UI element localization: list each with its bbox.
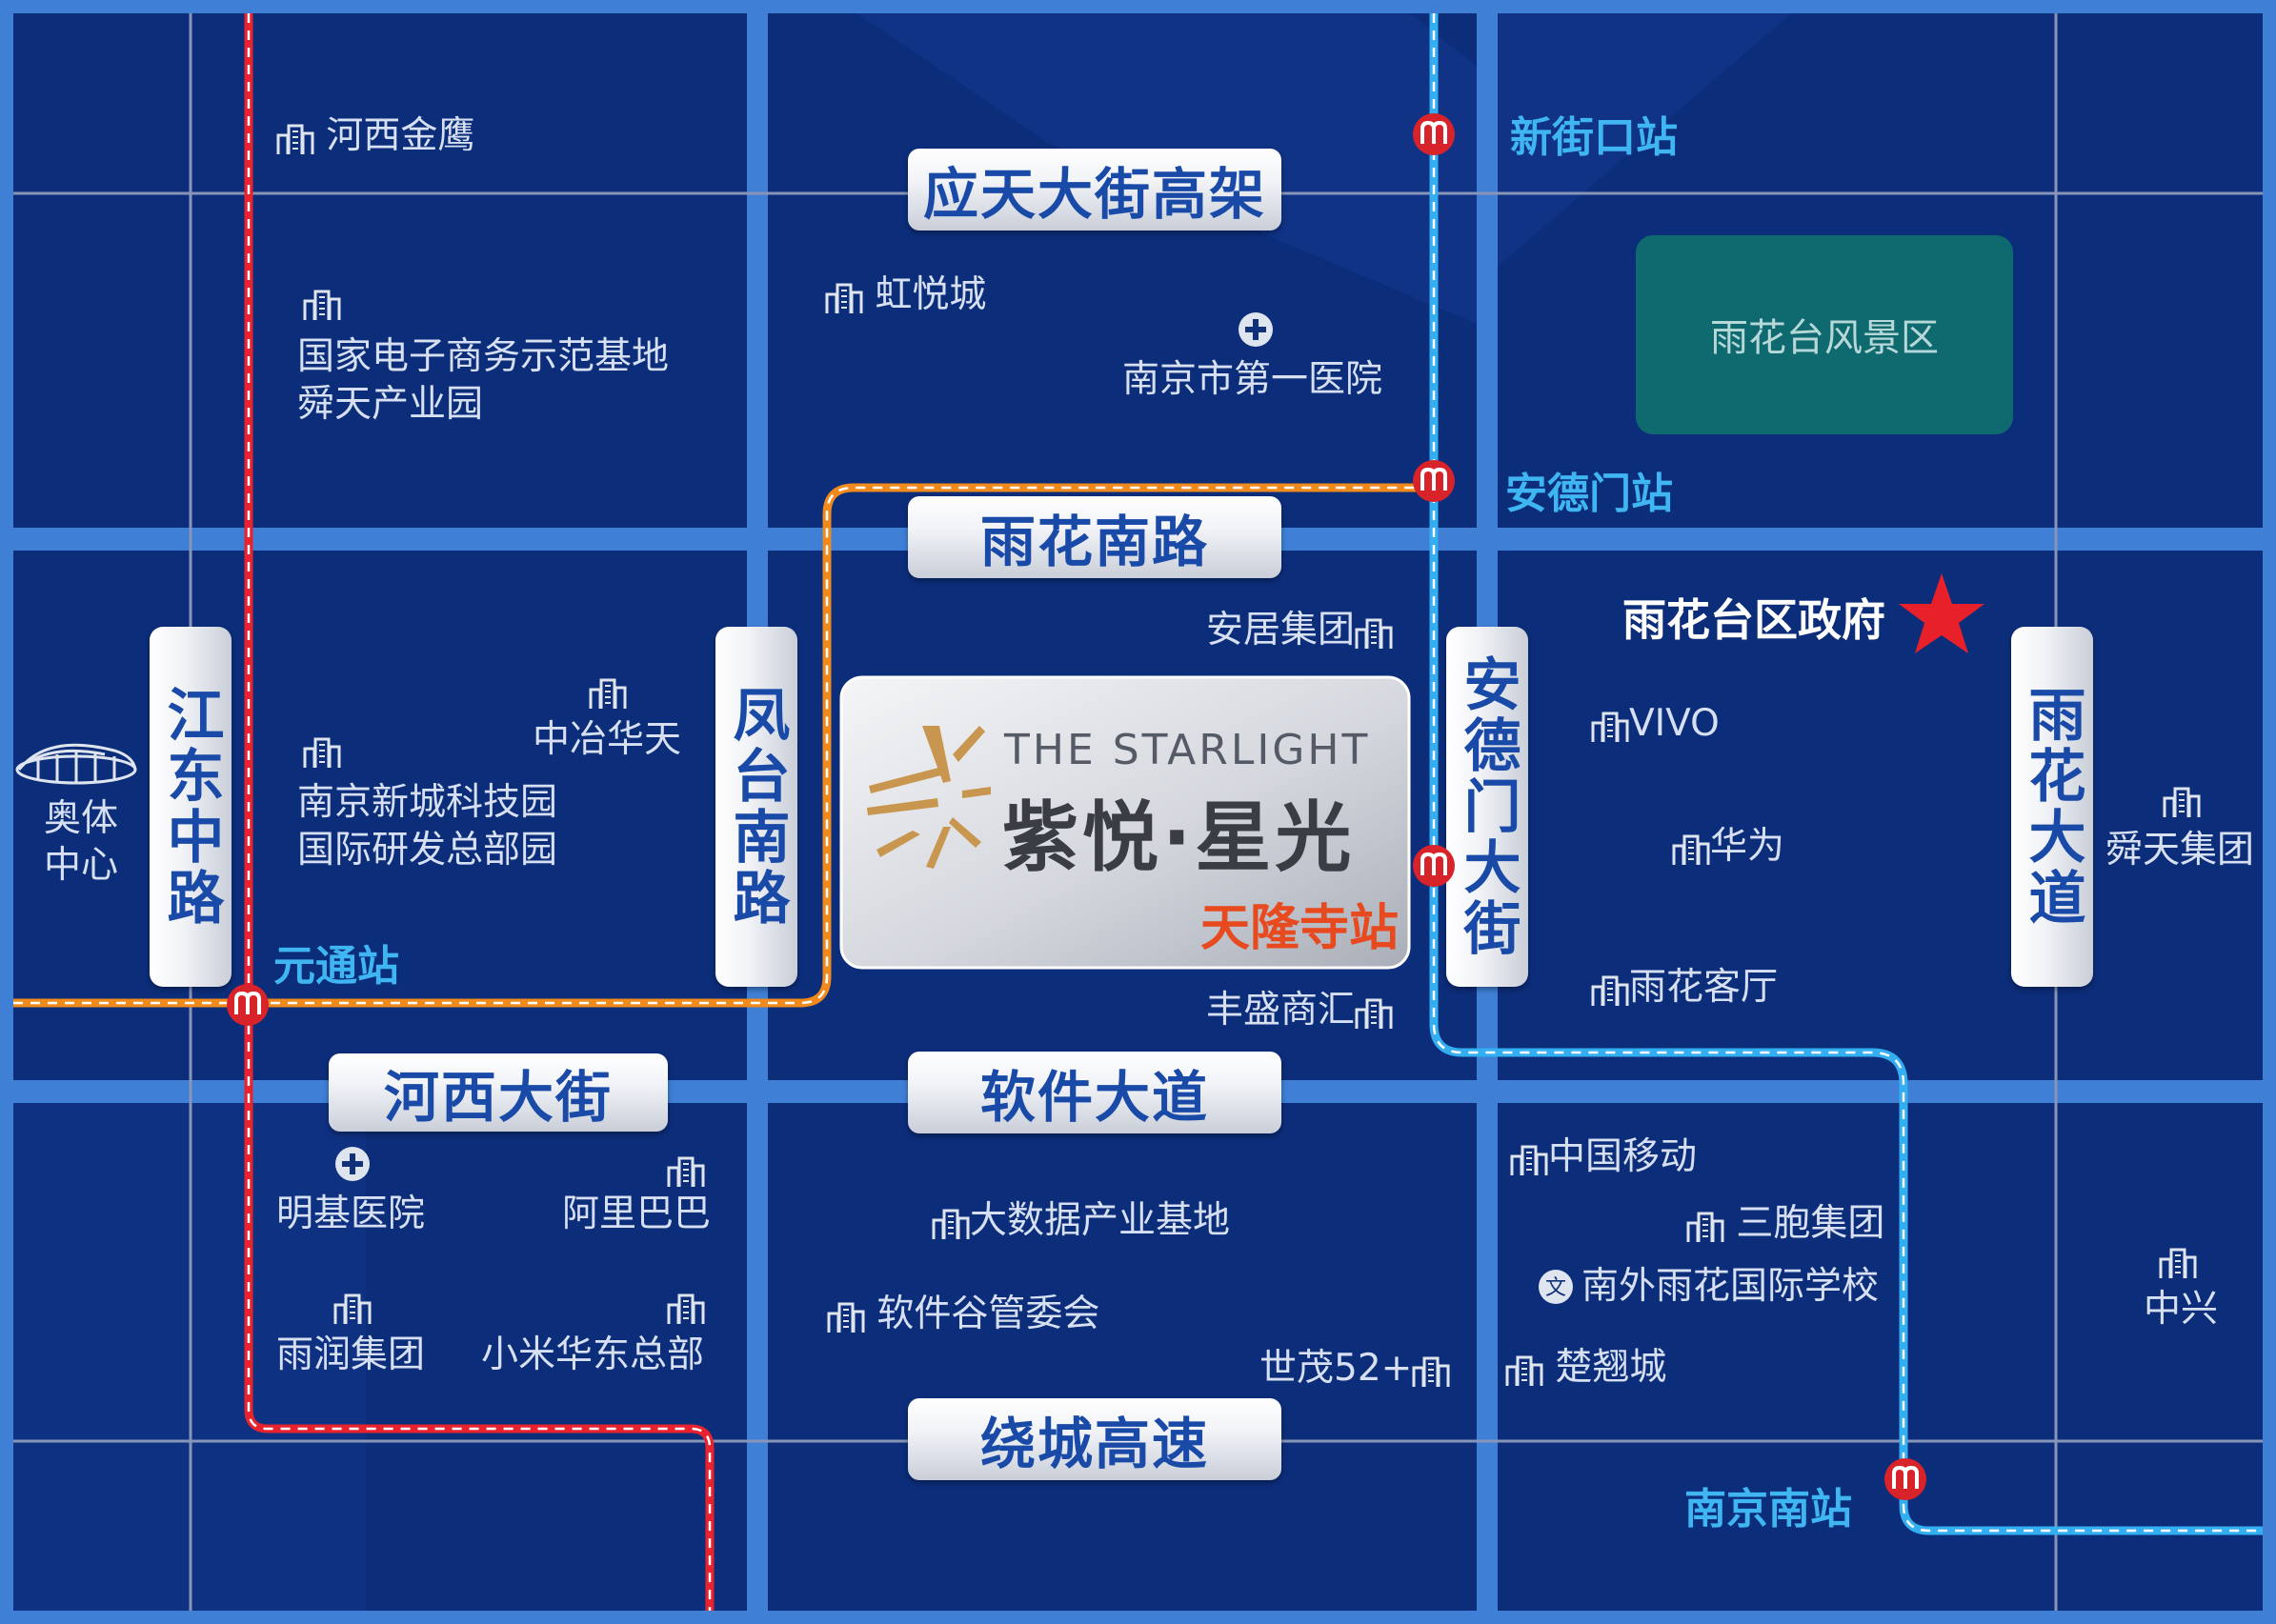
building-icon [827, 1302, 865, 1333]
poi-huawei: 华为 [1672, 823, 1784, 871]
poi-xiaomi: 小米华东总部 [481, 1333, 705, 1376]
metro-icon [1413, 113, 1455, 155]
building-icon [932, 1209, 970, 1239]
building-icon [1591, 712, 1629, 742]
poi-sanbao: 三胞集团 [1686, 1200, 1884, 1248]
poi-shuntian: 舜天集团 [2105, 829, 2255, 872]
poi-hospital1: 南京市第一医院 [1122, 358, 1383, 401]
poi-cmcc: 中国移动 [1510, 1133, 1697, 1181]
stadium-icon [15, 743, 137, 785]
poi-yuhuaketing: 雨花客厅 [1591, 964, 1778, 1012]
poi-zte: 中兴 [2144, 1288, 2219, 1331]
road-yingtian: 应天大街高架 [908, 149, 1281, 231]
scenic-area-label: 雨花台风景区 [1710, 316, 1939, 360]
poi-label: 雨花客厅 [1629, 966, 1779, 1009]
poi-bigdata: 大数据产业基地 [932, 1197, 1230, 1245]
svg-text:文: 文 [1545, 1276, 1566, 1300]
metro-icon [1413, 845, 1455, 887]
station-andemen: 安德门站 [1505, 470, 1673, 518]
road-andemen: 安德门大街 [1446, 627, 1528, 987]
poi-guojia-line1: 国家电子商务示范基地 [297, 335, 670, 378]
poi-hexijinying: 河西金鹰 [276, 112, 474, 160]
building-icon [1412, 1356, 1450, 1387]
poi-aoti-line1: 奥体 [44, 797, 119, 840]
poi-aoti-line2: 中心 [44, 844, 119, 887]
building-icon [667, 1154, 705, 1187]
station-xinjiekou: 新街口站 [1510, 113, 1678, 162]
poi-label: 华为 [1710, 825, 1785, 868]
poi-anju: 安居集团 [1206, 607, 1393, 654]
project-name-en: THE STARLIGHT [1004, 726, 1371, 774]
poi-alibaba: 阿里巴巴 [562, 1193, 712, 1235]
poi-xincheng-line1: 南京新城科技园 [297, 781, 558, 824]
poi-shimao: 世茂52+ [1259, 1345, 1450, 1393]
hospital-icon [335, 1147, 370, 1181]
road-raocheng: 绕城高速 [908, 1398, 1281, 1480]
poi-label: 丰盛商汇 [1206, 989, 1356, 1032]
road-ruanjian: 软件大道 [908, 1052, 1281, 1133]
project-card [839, 675, 1411, 970]
building-icon [303, 735, 341, 768]
poi-zhongye: 中冶华天 [533, 718, 682, 761]
poi-yunrun: 雨润集团 [276, 1333, 426, 1376]
building-icon [1355, 998, 1393, 1029]
hospital-icon [1239, 312, 1273, 347]
poi-mingji: 明基医院 [276, 1193, 426, 1235]
building-icon [1355, 618, 1393, 649]
poi-label: 虹悦城 [875, 273, 987, 316]
starlight-logo-icon [867, 726, 991, 869]
poi-label: 软件谷管委会 [876, 1293, 1100, 1335]
poi-label: 中国移动 [1548, 1135, 1698, 1178]
building-icon [1591, 975, 1629, 1006]
poi-fengsheng: 丰盛商汇 [1206, 987, 1393, 1034]
building-icon [825, 283, 863, 313]
building-icon [589, 676, 627, 709]
poi-guojia-line2: 舜天产业园 [297, 383, 484, 426]
school-icon: 文 [1539, 1270, 1573, 1304]
poi-label: 三胞集团 [1736, 1202, 1885, 1245]
building-icon [276, 124, 314, 154]
building-icon [1510, 1145, 1548, 1175]
road-hexi: 河西大街 [329, 1053, 668, 1132]
building-icon [1686, 1212, 1724, 1242]
poi-label: 世茂52+ [1259, 1347, 1413, 1390]
building-icon [1672, 834, 1710, 865]
poi-school: 南外雨花国际学校 [1581, 1265, 1880, 1308]
metro-icon [1413, 460, 1455, 502]
road-jiangdong: 江东中路 [150, 627, 232, 987]
poi-label: 楚翘城 [1555, 1346, 1667, 1389]
poi-ruanjiangu: 软件谷管委会 [827, 1291, 1099, 1338]
government-star [1899, 573, 1984, 653]
poi-chuxiang: 楚翘城 [1505, 1344, 1666, 1392]
metro-icon [1884, 1458, 1926, 1500]
building-icon [667, 1292, 705, 1324]
building-icon [2159, 1246, 2197, 1278]
poi-hongyuecheng: 虹悦城 [825, 271, 986, 319]
building-icon [333, 1292, 372, 1324]
poi-label: VIVO [1629, 702, 1720, 745]
scenic-area-box [1636, 235, 2013, 434]
building-icon [303, 288, 341, 320]
poi-label: 大数据产业基地 [970, 1199, 1231, 1242]
building-icon [2163, 785, 2201, 817]
station-yuantong: 元通站 [273, 942, 399, 991]
poi-vivo: VIVO [1591, 700, 1720, 748]
district-government-label: 雨花台区政府 [1622, 594, 1885, 646]
building-icon [1505, 1355, 1543, 1386]
station-nanjingnan: 南京南站 [1684, 1485, 1852, 1534]
poi-xincheng-line2: 国际研发总部园 [297, 829, 558, 872]
road-yuhuanan: 雨花南路 [908, 496, 1281, 578]
poi-label: 河西金鹰 [326, 114, 475, 157]
poi-label: 安居集团 [1206, 609, 1356, 652]
metro-icon [227, 984, 269, 1026]
road-yuhuadadao: 雨花大道 [2011, 627, 2093, 987]
station-tianlongsi: 天隆寺站 [1200, 900, 1400, 957]
road-fengtai: 凤台南路 [715, 627, 797, 987]
project-name-cn: 紫悦·星光 [1002, 793, 1356, 882]
